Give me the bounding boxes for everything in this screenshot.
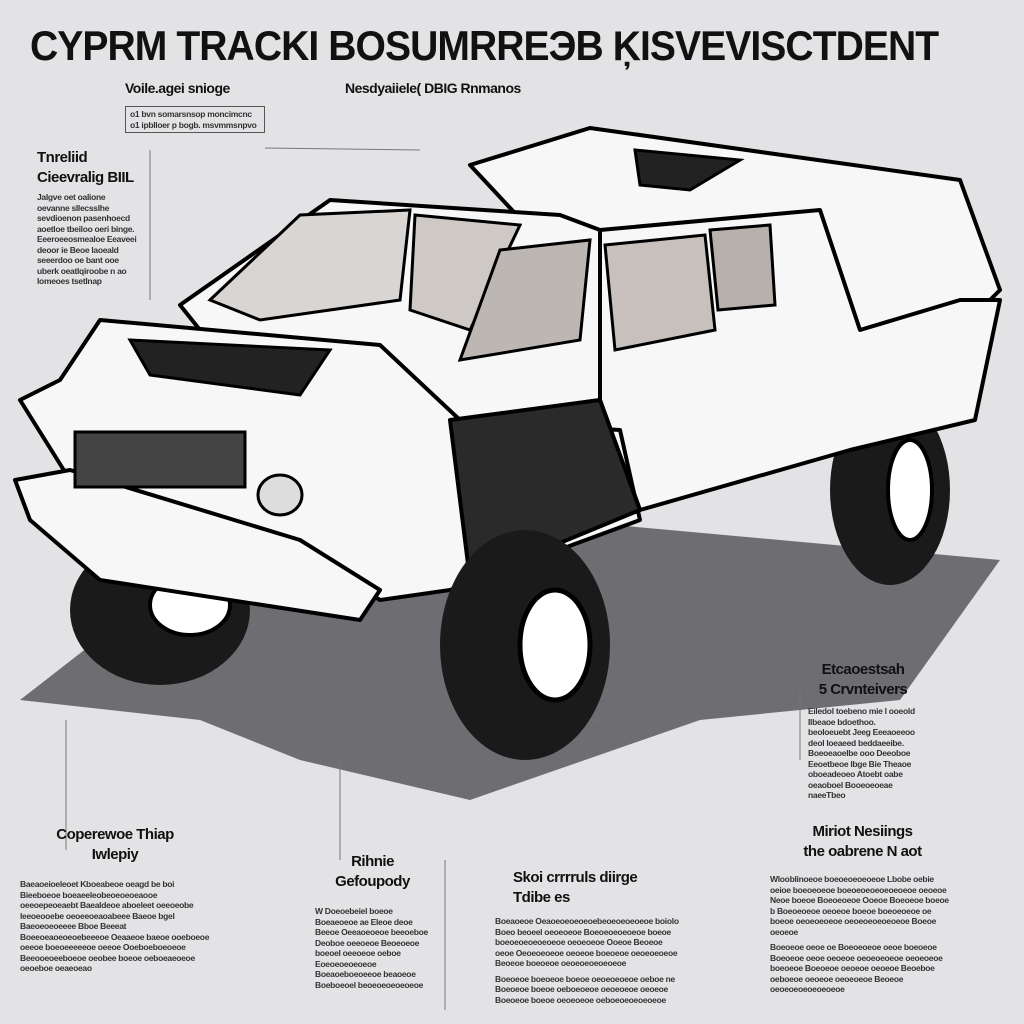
right-panel-heading-1: Etcaoestsah <box>821 661 905 678</box>
column-2-body: W Doeoebeiel boeoe Boeaeoeoe ae Eleoe de… <box>315 906 428 990</box>
column-3-heading-1: Skoi crrrruls diirge <box>513 869 638 886</box>
column-2-heading-1: Rihnie <box>351 853 394 870</box>
top-note-line: o1 ipblloer p bogb. msvmmsnpvo <box>130 119 257 130</box>
column-1: Coperewoe Thiap Iwlepiy Baeaoeioeleoet K… <box>20 825 210 974</box>
column-1-body: Baeaoeioeleoet Kboeabeoe oeagd be boi Bi… <box>20 879 210 973</box>
left-panel-body: Jalgve oet oalione oevanne sllecsslhe se… <box>37 192 137 286</box>
column-3: Skoi crrrruls diirge Tdibe es Boeaoeoe O… <box>495 868 680 1010</box>
right-panel-heading-2: 5 Crvnteivers <box>818 681 908 698</box>
front-grille <box>73 430 304 517</box>
column-4-heading-2: the oabrene N aot <box>803 843 922 860</box>
column-3-paragraph: Boeoeoe boeoeoe boeoe oeoeoeoeoe oeboe n… <box>495 973 675 1005</box>
column-4: Miriot Nesiings the oabrene N aot Wloobl… <box>770 822 955 1000</box>
top-note-line: o1 bvn somarsnsop moncimcnc <box>130 109 252 119</box>
column-3-paragraph: Boeaoeoe Oeaoeoeoeoeoebeoeoeoeoeoe boiol… <box>495 916 679 968</box>
right-panel-body: Eiledol toebeno mie l ooeold Ilbeaoe bdo… <box>808 706 915 800</box>
leader-lines <box>65 147 801 1010</box>
column-2-heading-2: Gefoupody <box>335 873 410 890</box>
column-3-heading-2: Tdibe es <box>513 889 570 906</box>
column-4-body: Wlooblinoeoe boeoeoeoeoeoe Lbobe oebie o… <box>770 874 955 995</box>
left-panel-heading-1: Tnreliid <box>37 149 88 166</box>
column-2: Rihnie Gefoupody W Doeoebeiel boeoe Boea… <box>315 852 430 990</box>
left-panel-heading-2: Cieevralig BIIL <box>37 169 134 186</box>
subtitle-center: Nesdyaiiele( DBIG Rnmanos <box>345 80 521 96</box>
right-panel: Etcaoestsah 5 Crvnteivers Eiledol toeben… <box>808 660 918 801</box>
column-4-paragraph: Wlooblinoeoe boeoeoeoeoeoe Lbobe oebie o… <box>770 874 949 937</box>
windows <box>127 148 777 397</box>
column-4-paragraph: Boeoeoe oeoe oe Boeoeoeoe oeoe boeoeoe B… <box>770 942 943 994</box>
column-3-body: Boeaoeoe Oeaoeoeoeoeoebeoeoeoeoeoe boiol… <box>495 916 680 1005</box>
page-title: CYPRM TRACKI BOSUMRREЭB ĶISVEVISCTDENT <box>30 22 939 69</box>
subtitle-left: Voile.agei snioge <box>125 80 230 96</box>
column-4-heading-1: Miriot Nesiings <box>812 823 913 840</box>
left-panel: Tnreliid Cieevralig BIIL Jalgve oet oali… <box>37 148 137 287</box>
top-note-box: o1 bvn somarsnsop moncimcnc o1 ipblloer … <box>125 106 265 133</box>
front-right-wheel <box>440 530 610 760</box>
column-1-heading-1: Coperewoe Thiap <box>56 826 174 843</box>
column-1-heading-2: Iwlepiy <box>91 846 139 863</box>
